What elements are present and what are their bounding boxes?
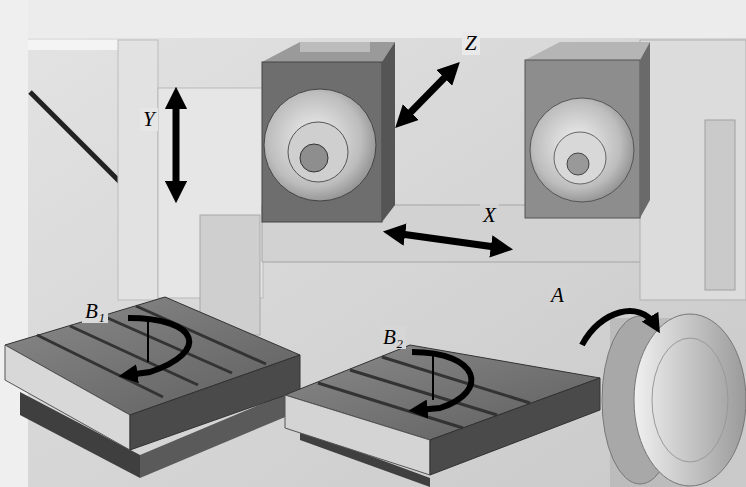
axis-label: Y bbox=[140, 108, 158, 131]
axis-label: B₂ bbox=[380, 326, 406, 349]
axis-label: Z bbox=[462, 32, 480, 55]
axis-label: B₁ bbox=[82, 300, 108, 323]
axis-label: A bbox=[548, 284, 567, 307]
axis-label: X bbox=[480, 204, 499, 227]
